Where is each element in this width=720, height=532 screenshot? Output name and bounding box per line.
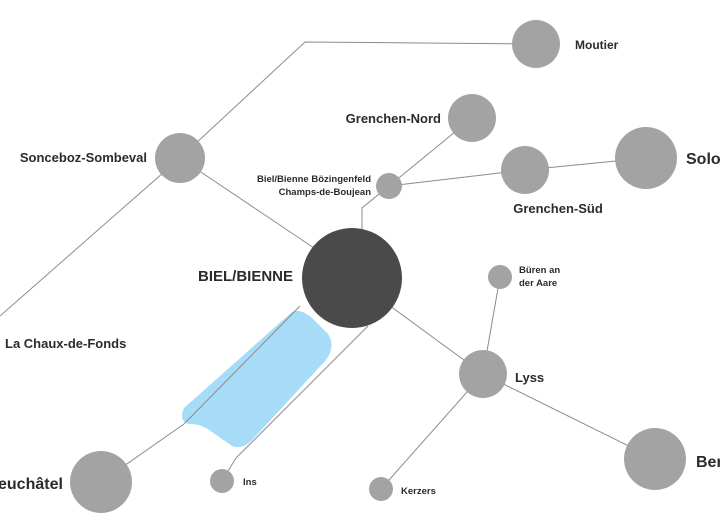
line-sonceboz-moutier — [179, 41, 537, 159]
label-bueren-line1: Büren an — [519, 265, 560, 276]
label-bern: Ber — [696, 454, 720, 471]
node-kerzers[interactable] — [369, 477, 393, 501]
node-lyss[interactable] — [459, 350, 507, 398]
node-moutier[interactable] — [512, 20, 560, 68]
node-solothurn[interactable] — [615, 127, 677, 189]
line-lyss-bern — [482, 373, 656, 460]
node-sonceboz[interactable] — [155, 133, 205, 183]
labels: Moutier Grenchen-Nord Sonceboz-Sombeval … — [0, 38, 720, 497]
label-solothurn: Solo — [686, 151, 720, 168]
lake-shape — [182, 310, 332, 448]
label-boezingenfeld-line1: Biel/Bienne Bözingenfeld — [257, 174, 371, 185]
line-sonceboz-lachauxdefonds — [0, 157, 181, 317]
label-grenchen-nord: Grenchen-Nord — [346, 111, 441, 126]
node-bern[interactable] — [624, 428, 686, 490]
lake-shore-west — [183, 305, 301, 425]
label-biel-bienne: BIEL/BIENNE — [198, 268, 293, 285]
label-la-chaux-de-fonds: La Chaux-de-Fonds — [5, 336, 126, 351]
line-lyss-kerzers — [380, 373, 484, 490]
label-moutier: Moutier — [575, 38, 619, 52]
label-bueren-line2: der Aare — [519, 278, 557, 289]
label-kerzers: Kerzers — [401, 486, 436, 497]
node-biel-bienne[interactable] — [302, 228, 402, 328]
node-ins[interactable] — [210, 469, 234, 493]
label-boezingenfeld-line2: Champs-de-Boujean — [279, 187, 372, 198]
line-sonceboz-biel — [179, 157, 321, 253]
lake-shore-east — [235, 325, 369, 459]
node-boezingenfeld[interactable] — [376, 173, 402, 199]
label-lyss: Lyss — [515, 370, 544, 385]
label-ins: Ins — [243, 477, 257, 488]
stations — [70, 20, 686, 513]
node-grenchen-sued[interactable] — [501, 146, 549, 194]
label-grenchen-sued: Grenchen-Süd — [513, 201, 603, 216]
node-grenchen-nord[interactable] — [448, 94, 496, 142]
label-neuchatel: euchâtel — [0, 476, 63, 493]
node-neuchatel[interactable] — [70, 451, 132, 513]
node-bueren[interactable] — [488, 265, 512, 289]
label-sonceboz: Sonceboz-Sombeval — [20, 150, 147, 165]
